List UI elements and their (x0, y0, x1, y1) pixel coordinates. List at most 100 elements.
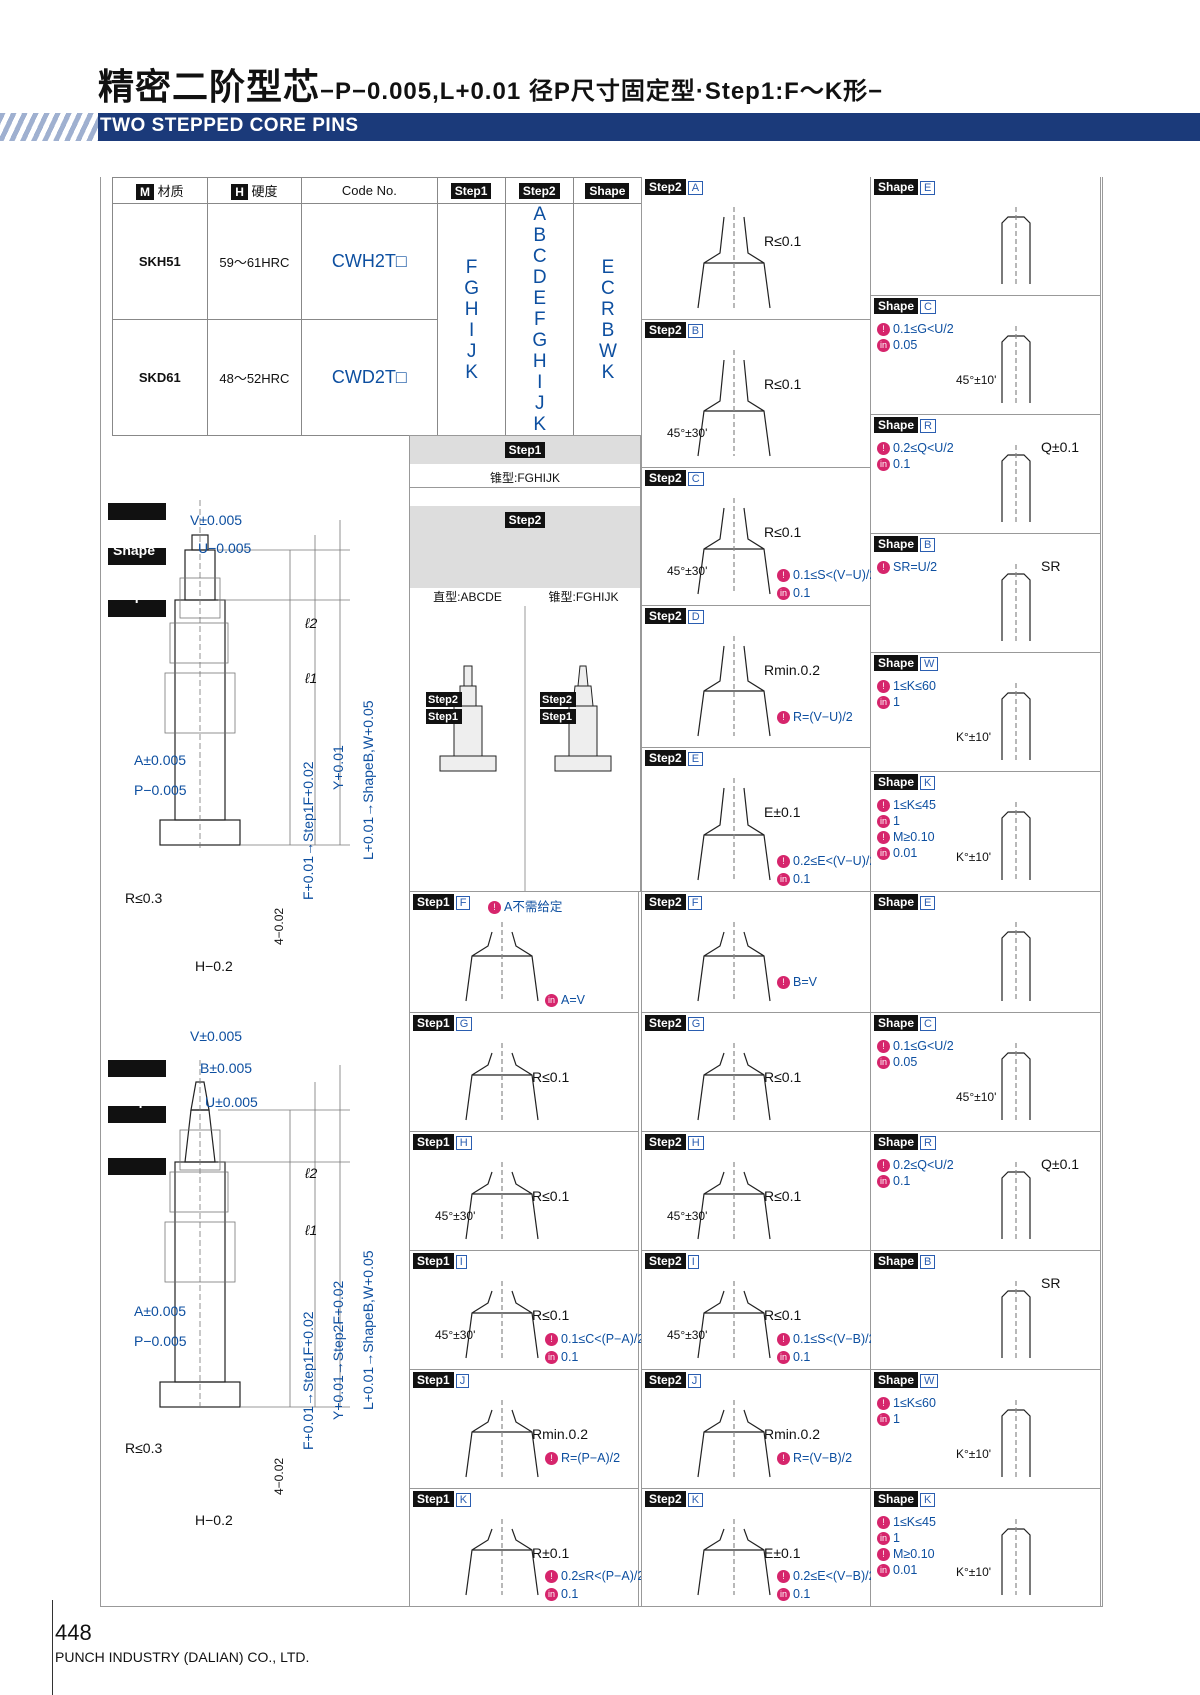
angle-label: 45°±30' (667, 1209, 708, 1223)
note-text: 0.2≤Q<U/2 (893, 441, 954, 455)
pin-profile-drawing (465, 1281, 539, 1359)
note-text: 0.1 (793, 1587, 811, 1601)
pin-profile-drawing (1001, 1400, 1031, 1477)
radius-label: SR (1041, 1275, 1061, 1291)
note-text: R=(V−B)/2 (793, 1451, 853, 1465)
angle-label: K°±10' (956, 730, 992, 744)
note-marker-icon: ! (877, 561, 890, 575)
cell-letter-label: K (455, 1493, 472, 1507)
company-name: PUNCH INDUSTRY (DALIAN) CO., LTD. (55, 1649, 310, 1665)
label-p: P−0.005 (134, 1333, 187, 1349)
pin-profile-drawing (465, 1043, 539, 1121)
cell-type-label: Step1 (413, 894, 454, 910)
note-marker-icon: ! (777, 1570, 790, 1584)
cell-letter-label: E (920, 896, 936, 910)
label-f: F+0.01→Step1F+0.02 (300, 1311, 316, 1450)
note-text: 1 (893, 1412, 900, 1426)
pin-profile-drawing (697, 636, 771, 737)
note-text: M≥0.10 (893, 830, 935, 844)
label-shape: Shape (113, 542, 156, 558)
cell-letter-label: H (455, 1136, 472, 1150)
cell-letter-label: I (687, 1255, 699, 1269)
note-text: 0.1≤C<(P−A)/2 (561, 1332, 645, 1346)
col-code: Code No. (301, 177, 438, 204)
note-text: 1 (893, 814, 900, 828)
label-y: Y+0.01 (330, 745, 346, 790)
cell-type-label: Shape (874, 1491, 919, 1507)
pin-profile-drawing (1001, 922, 1031, 1001)
note-marker-icon: in (877, 1413, 890, 1427)
cell-type-label: Step1 (413, 1253, 454, 1269)
radius-label: Rmin.0.2 (532, 1426, 589, 1442)
pin-profile-drawing (1001, 326, 1031, 403)
note-text: 0.05 (893, 338, 918, 352)
note-text: A=V (561, 993, 585, 1007)
pin-profile-drawing (1001, 1162, 1031, 1239)
note-text: 0.1 (893, 457, 911, 471)
pin-profile-drawing (1001, 564, 1031, 641)
cell-type-label: Step2 (645, 1372, 686, 1388)
note-text: 0.1 (793, 872, 811, 886)
note-text: 1≤K≤45 (893, 798, 936, 812)
pin-profile-drawing (1001, 1519, 1031, 1595)
cell-type-label: Step1 (413, 1134, 454, 1150)
cell-letter-label: B (687, 324, 704, 338)
step1-header: Step1 (504, 442, 546, 458)
step2-letters: ABCDEFGHIJK (504, 203, 574, 436)
pin-profile-drawing (697, 498, 771, 595)
cell-type-label: Shape (874, 1253, 919, 1269)
step2-header: Step2 (504, 512, 546, 528)
note-text: 0.1 (793, 1350, 811, 1364)
note-text: 1≤K≤60 (893, 679, 936, 693)
radius-label: R≤0.1 (764, 376, 802, 392)
angle-label: K°±10' (956, 850, 992, 864)
note-marker-icon: in (877, 815, 890, 829)
note-marker-icon: ! (877, 442, 890, 456)
cell-letter-label: F (455, 896, 471, 910)
note-marker-icon: in (877, 696, 890, 710)
note-marker-icon: ! (877, 1040, 890, 1054)
cell-type-label: Step2 (645, 750, 686, 766)
cell-letter-label: B (920, 1255, 936, 1269)
radius-label: R≤0.1 (764, 1307, 802, 1323)
note-marker-icon: ! (877, 1159, 890, 1173)
cell-type-label: Step2 (645, 322, 686, 338)
subtitle-bar (0, 113, 1200, 141)
note-marker-icon: ! (777, 855, 790, 869)
radius-label: Rmin.0.2 (764, 662, 821, 678)
label-r: R≤0.3 (125, 1440, 163, 1456)
cell-type-label: Shape (874, 298, 919, 314)
cell-type-label: Step2 (645, 470, 686, 486)
code-cell: CWD2T□ (301, 319, 438, 436)
note-text: 0.1≤S<(V−U)/2 (793, 568, 877, 582)
radius-label: R≤0.1 (764, 1069, 802, 1085)
cell-letter-label: G (455, 1017, 473, 1031)
note-text: 1≤K≤45 (893, 1515, 936, 1529)
cell-type-label: Step1 (413, 1491, 454, 1507)
note-text: 0.05 (893, 1055, 918, 1069)
cell-letter-label: I (455, 1255, 467, 1269)
pin-profile-drawing (1001, 1043, 1031, 1120)
note-marker-icon: in (877, 1056, 890, 1070)
